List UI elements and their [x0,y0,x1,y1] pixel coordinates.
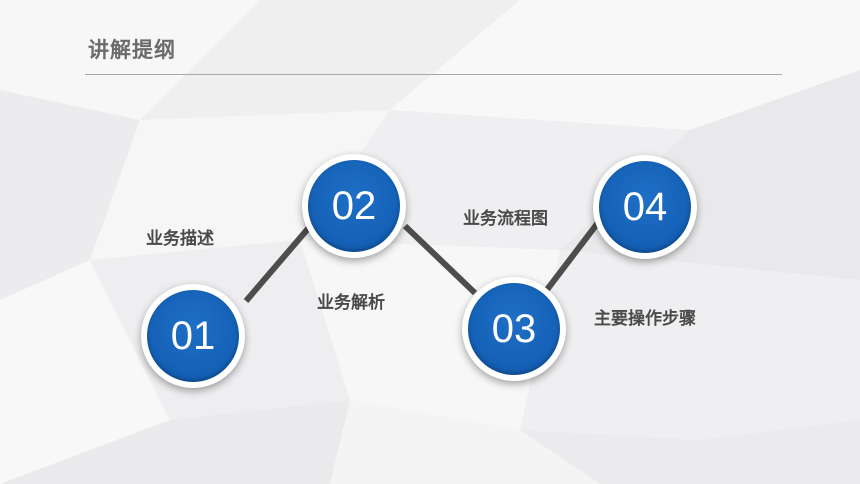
step-number-04: 04 [622,185,668,229]
step-label-03: 业务流程图 [463,209,548,229]
step-number-03: 03 [491,307,537,351]
step-node-02-disc [308,160,400,252]
connector-03-04 [543,218,603,293]
step-node-02[interactable]: 02 [302,154,406,258]
step-node-01[interactable]: 01 [141,284,245,388]
connector-01-02 [243,222,315,303]
step-node-04[interactable]: 04 [593,155,697,259]
page-title: 讲解提纲 [88,38,176,62]
connector-02-03 [402,223,478,296]
step-node-03-disc [468,283,560,375]
step-number-02: 02 [331,184,377,228]
step-node-03[interactable]: 03 [462,277,566,381]
step-label-04: 主要操作步骤 [594,309,696,329]
step-label-02: 业务解析 [317,293,385,313]
step-node-04-disc [599,161,691,253]
step-label-01: 业务描述 [146,229,214,249]
step-number-01: 01 [170,314,216,358]
title-divider [85,74,782,75]
step-node-01-disc [147,290,239,382]
